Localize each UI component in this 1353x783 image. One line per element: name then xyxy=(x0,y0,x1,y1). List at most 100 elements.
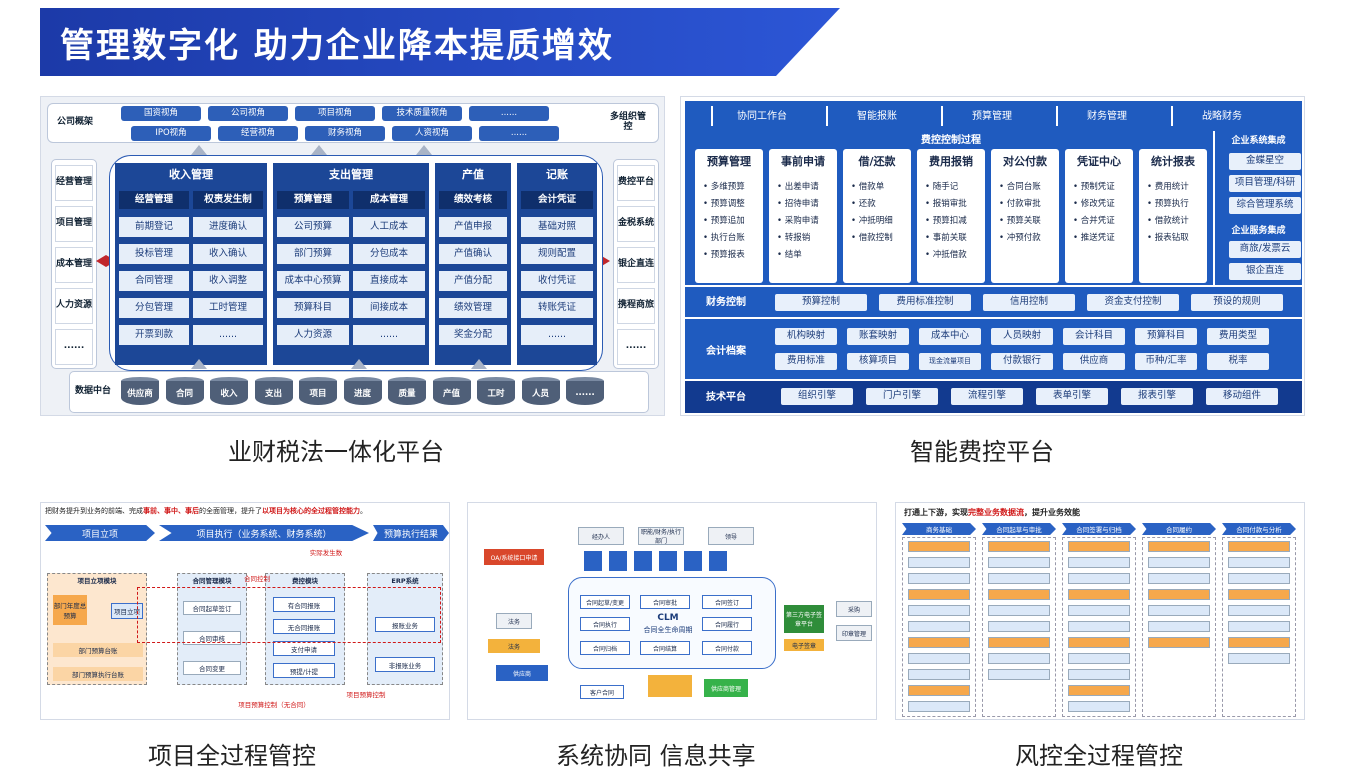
column-head-4[interactable]: 合同付款与分析 xyxy=(1222,523,1296,535)
module-head-0-1[interactable]: 权责发生制 xyxy=(193,191,263,209)
process-item-2-2[interactable]: • 冲抵明细 xyxy=(851,216,893,227)
module-cell-1-4[interactable]: 成本中心预算 xyxy=(277,271,349,291)
module-cell-3-0[interactable]: 基础对照 xyxy=(521,217,593,237)
actor-0[interactable]: 经办人 xyxy=(578,527,624,545)
top-view-0[interactable]: 国资视角 xyxy=(121,106,201,121)
archive-r1-6[interactable]: 费用类型 xyxy=(1207,328,1269,345)
tech-item-2[interactable]: 流程引擎 xyxy=(951,388,1023,405)
process-item-3-1[interactable]: • 报销审批 xyxy=(925,199,967,210)
process-item-2-3[interactable]: • 借款控制 xyxy=(851,233,893,244)
left-side-item-3[interactable]: 人力资源 xyxy=(55,288,93,324)
module-cell-0-6[interactable]: 分包管理 xyxy=(119,298,189,318)
module-cell-0-1[interactable]: 进度确认 xyxy=(193,217,263,237)
module-head-2-0[interactable]: 绩效考核 xyxy=(439,191,507,209)
process-item-6-3[interactable]: • 报表钻取 xyxy=(1147,233,1189,244)
item-a2[interactable]: 部门预算台账 xyxy=(53,643,143,657)
archive-r2-6[interactable]: 税率 xyxy=(1207,353,1269,370)
top-view-3[interactable]: 技术质量视角 xyxy=(382,106,462,121)
right-item-2[interactable]: 供应商管理 xyxy=(704,679,748,697)
tab-0[interactable]: 协同工作台 xyxy=(711,106,811,126)
module-cell-0-9[interactable]: ...... xyxy=(193,325,263,345)
db-item-6[interactable]: 质量 xyxy=(388,377,426,407)
item-c0[interactable]: 有合同报账 xyxy=(273,597,335,612)
clm-node-2[interactable]: 合同签订 xyxy=(702,595,752,609)
process-item-6-1[interactable]: • 预算执行 xyxy=(1147,199,1189,210)
top-view-1[interactable]: 公司视角 xyxy=(208,106,288,121)
db-item-0[interactable]: 供应商 xyxy=(121,377,159,407)
clm-node-6[interactable]: 合同归档 xyxy=(580,641,630,655)
tech-item-4[interactable]: 报表引擎 xyxy=(1121,388,1193,405)
module-cell-1-6[interactable]: 预算科目 xyxy=(277,298,349,318)
module-cell-3-3[interactable]: 转账凭证 xyxy=(521,298,593,318)
top-view-9[interactable]: ...... xyxy=(479,126,559,141)
integration1-item-1[interactable]: 项目管理/科研 xyxy=(1229,175,1301,192)
column-head-1[interactable]: 合同起草与审批 xyxy=(982,523,1056,535)
module-cell-1-0[interactable]: 公司预算 xyxy=(277,217,349,237)
module-cell-0-2[interactable]: 投标管理 xyxy=(119,244,189,264)
archive-r2-3[interactable]: 付款银行 xyxy=(991,353,1053,370)
process-item-5-3[interactable]: • 推送凭证 xyxy=(1073,233,1115,244)
clm-node-5[interactable]: 合同结算 xyxy=(640,641,690,655)
module-cell-1-2[interactable]: 部门预算 xyxy=(277,244,349,264)
left-item-1[interactable]: 法务 xyxy=(488,639,540,653)
item-c2[interactable]: 支付申请 xyxy=(273,641,335,656)
module-head-3-0[interactable]: 会计凭证 xyxy=(521,191,593,209)
process-item-0-3[interactable]: • 执行台账 xyxy=(703,233,745,244)
module-cell-2-1[interactable]: 产值确认 xyxy=(439,244,507,264)
module-cell-0-0[interactable]: 前期登记 xyxy=(119,217,189,237)
item-c3[interactable]: 预提/计提 xyxy=(273,663,335,678)
db-item-9[interactable]: 人员 xyxy=(521,377,560,407)
archive-r1-4[interactable]: 会计科目 xyxy=(1063,328,1125,345)
process-item-4-0[interactable]: • 合同台账 xyxy=(999,182,1041,193)
column-head-2[interactable]: 合同签署与归档 xyxy=(1062,523,1136,535)
integration2-item-0[interactable]: 商旅/发票云 xyxy=(1229,241,1301,258)
module-cell-0-7[interactable]: 工时管理 xyxy=(193,298,263,318)
archive-r1-2[interactable]: 成本中心 xyxy=(919,328,981,345)
archive-r1-3[interactable]: 人员映射 xyxy=(991,328,1053,345)
db-item-10[interactable]: ...... xyxy=(566,377,604,407)
top-view-8[interactable]: 人资视角 xyxy=(392,126,472,141)
archive-r1-1[interactable]: 账套映射 xyxy=(847,328,909,345)
tab-2[interactable]: 预算管理 xyxy=(941,106,1041,126)
item-c1[interactable]: 无合同报账 xyxy=(273,619,335,634)
module-cell-3-2[interactable]: 收付凭证 xyxy=(521,271,593,291)
left-side-item-4[interactable]: ...... xyxy=(55,329,93,365)
tab-4[interactable]: 战略财务 xyxy=(1171,106,1271,126)
process-item-4-3[interactable]: • 冲预付款 xyxy=(999,233,1041,244)
clm-node-7[interactable]: 合同执行 xyxy=(580,617,630,631)
process-item-4-1[interactable]: • 付款审批 xyxy=(999,199,1041,210)
module-cell-0-4[interactable]: 合同管理 xyxy=(119,271,189,291)
left-item-3[interactable]: 客户合同 xyxy=(580,685,624,699)
column-head-3[interactable]: 合同履约 xyxy=(1142,523,1216,535)
db-item-5[interactable]: 进度 xyxy=(343,377,382,407)
right-side-item-3[interactable]: 携程商旅 xyxy=(617,288,655,324)
fin-control-item-1[interactable]: 费用标准控制 xyxy=(879,294,971,311)
module-cell-3-1[interactable]: 规则配置 xyxy=(521,244,593,264)
module-cell-1-7[interactable]: 间接成本 xyxy=(353,298,425,318)
archive-r2-2[interactable]: 现金流量项目 xyxy=(919,353,981,370)
process-item-0-2[interactable]: • 预算追加 xyxy=(703,216,745,227)
process-item-0-4[interactable]: • 预算报表 xyxy=(703,250,745,261)
left-side-item-2[interactable]: 成本管理 xyxy=(55,247,93,283)
module-cell-2-3[interactable]: 绩效管理 xyxy=(439,298,507,318)
module-cell-0-3[interactable]: 收入确认 xyxy=(193,244,263,264)
module-cell-0-5[interactable]: 收入调整 xyxy=(193,271,263,291)
db-item-2[interactable]: 收入 xyxy=(210,377,248,407)
process-item-6-0[interactable]: • 费用统计 xyxy=(1147,182,1189,193)
process-item-2-1[interactable]: • 还款 xyxy=(851,199,876,210)
process-item-3-3[interactable]: • 事前关联 xyxy=(925,233,967,244)
integration1-item-2[interactable]: 综合管理系统 xyxy=(1229,197,1301,214)
actor-1[interactable]: 职能/财务/执行部门 xyxy=(638,527,684,545)
clm-node-1[interactable]: 合同审批 xyxy=(640,595,690,609)
fin-control-item-0[interactable]: 预算控制 xyxy=(775,294,867,311)
panel-expense-control[interactable]: 协同工作台智能报账预算管理财务管理战略财务费控控制过程预算管理• 多维预算• 预… xyxy=(680,96,1305,416)
tech-item-1[interactable]: 门户引擎 xyxy=(866,388,938,405)
tech-item-3[interactable]: 表单引擎 xyxy=(1036,388,1108,405)
integration1-item-0[interactable]: 金蝶星空 xyxy=(1229,153,1301,170)
top-view-2[interactable]: 项目视角 xyxy=(295,106,375,121)
left-side-item-0[interactable]: 经营管理 xyxy=(55,165,93,201)
process-item-1-2[interactable]: • 采购申请 xyxy=(777,216,819,227)
module-cell-3-4[interactable]: ...... xyxy=(521,325,593,345)
clm-node-3[interactable]: 合同履行 xyxy=(702,617,752,631)
